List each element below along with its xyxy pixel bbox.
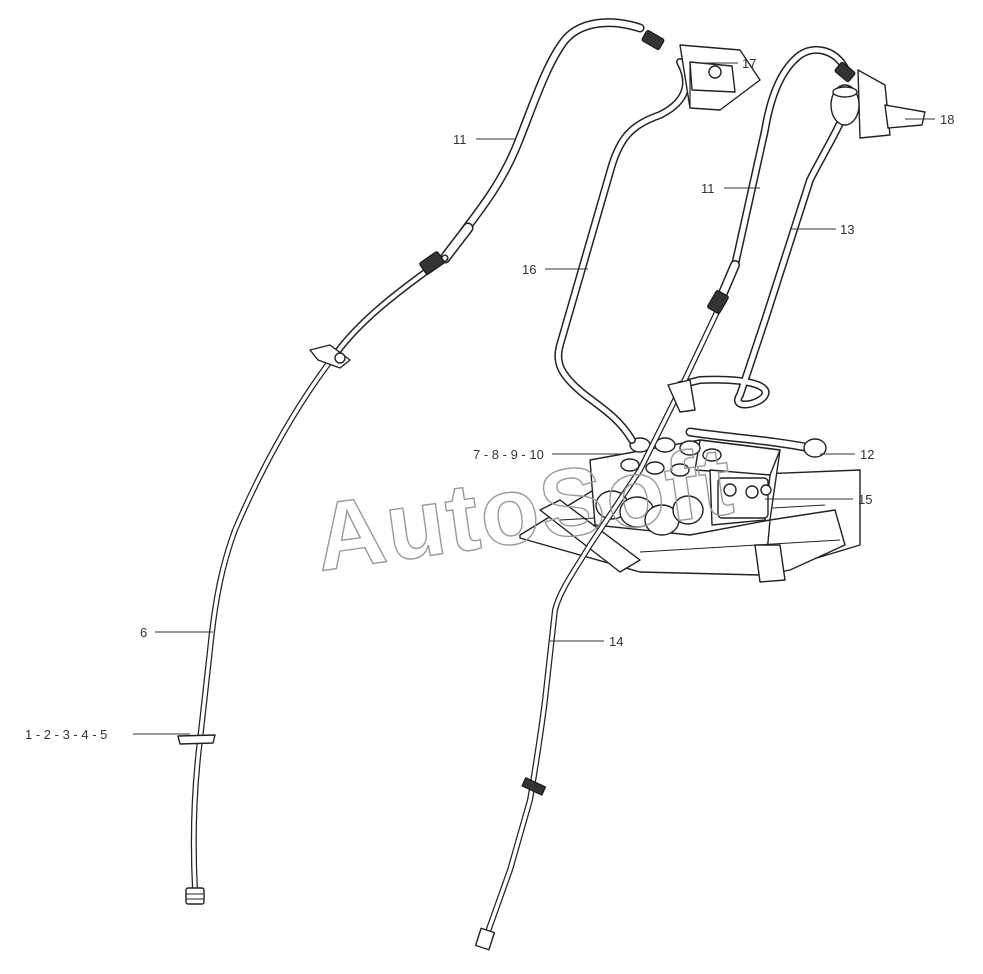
bracket-17 bbox=[679, 44, 761, 111]
callout-label: 11 bbox=[701, 181, 715, 196]
callout-15: 15 bbox=[765, 492, 872, 507]
pipe-12 bbox=[685, 427, 827, 458]
callout-label: 16 bbox=[522, 262, 536, 277]
callout-18: 18 bbox=[905, 112, 954, 127]
pipe-16 bbox=[554, 58, 690, 444]
callout-11-left: 11 bbox=[453, 132, 516, 147]
control-valve-body bbox=[589, 437, 781, 536]
callout-label: 15 bbox=[858, 492, 872, 507]
bracket-18 bbox=[830, 69, 926, 139]
callout-1-5: 1 - 2 - 3 - 4 - 5 bbox=[25, 727, 190, 742]
callout-11-right: 11 bbox=[701, 181, 760, 196]
callout-label: 18 bbox=[940, 112, 954, 127]
callout-14: 14 bbox=[549, 634, 623, 649]
fittings bbox=[177, 30, 856, 745]
callout-13: 13 bbox=[790, 222, 854, 237]
callout-label: 7 - 8 - 9 - 10 bbox=[473, 447, 544, 462]
callout-label: 12 bbox=[860, 447, 874, 462]
callout-7-10: 7 - 8 - 9 - 10 bbox=[473, 447, 625, 462]
callout-17: 17 bbox=[700, 56, 756, 71]
pipe-14 bbox=[474, 307, 721, 951]
pipe-13 bbox=[676, 91, 854, 409]
callout-label: 11 bbox=[453, 132, 467, 147]
callout-label: 14 bbox=[609, 634, 623, 649]
callout-label: 1 - 2 - 3 - 4 - 5 bbox=[25, 727, 107, 742]
pipe-6 bbox=[185, 352, 338, 905]
pipe-11-left bbox=[331, 18, 645, 359]
callout-6: 6 bbox=[140, 625, 213, 640]
callout-16: 16 bbox=[522, 262, 588, 277]
callout-label: 13 bbox=[840, 222, 854, 237]
callout-12: 12 bbox=[820, 447, 874, 462]
callout-label: 17 bbox=[742, 56, 756, 71]
callout-label: 6 bbox=[140, 625, 147, 640]
